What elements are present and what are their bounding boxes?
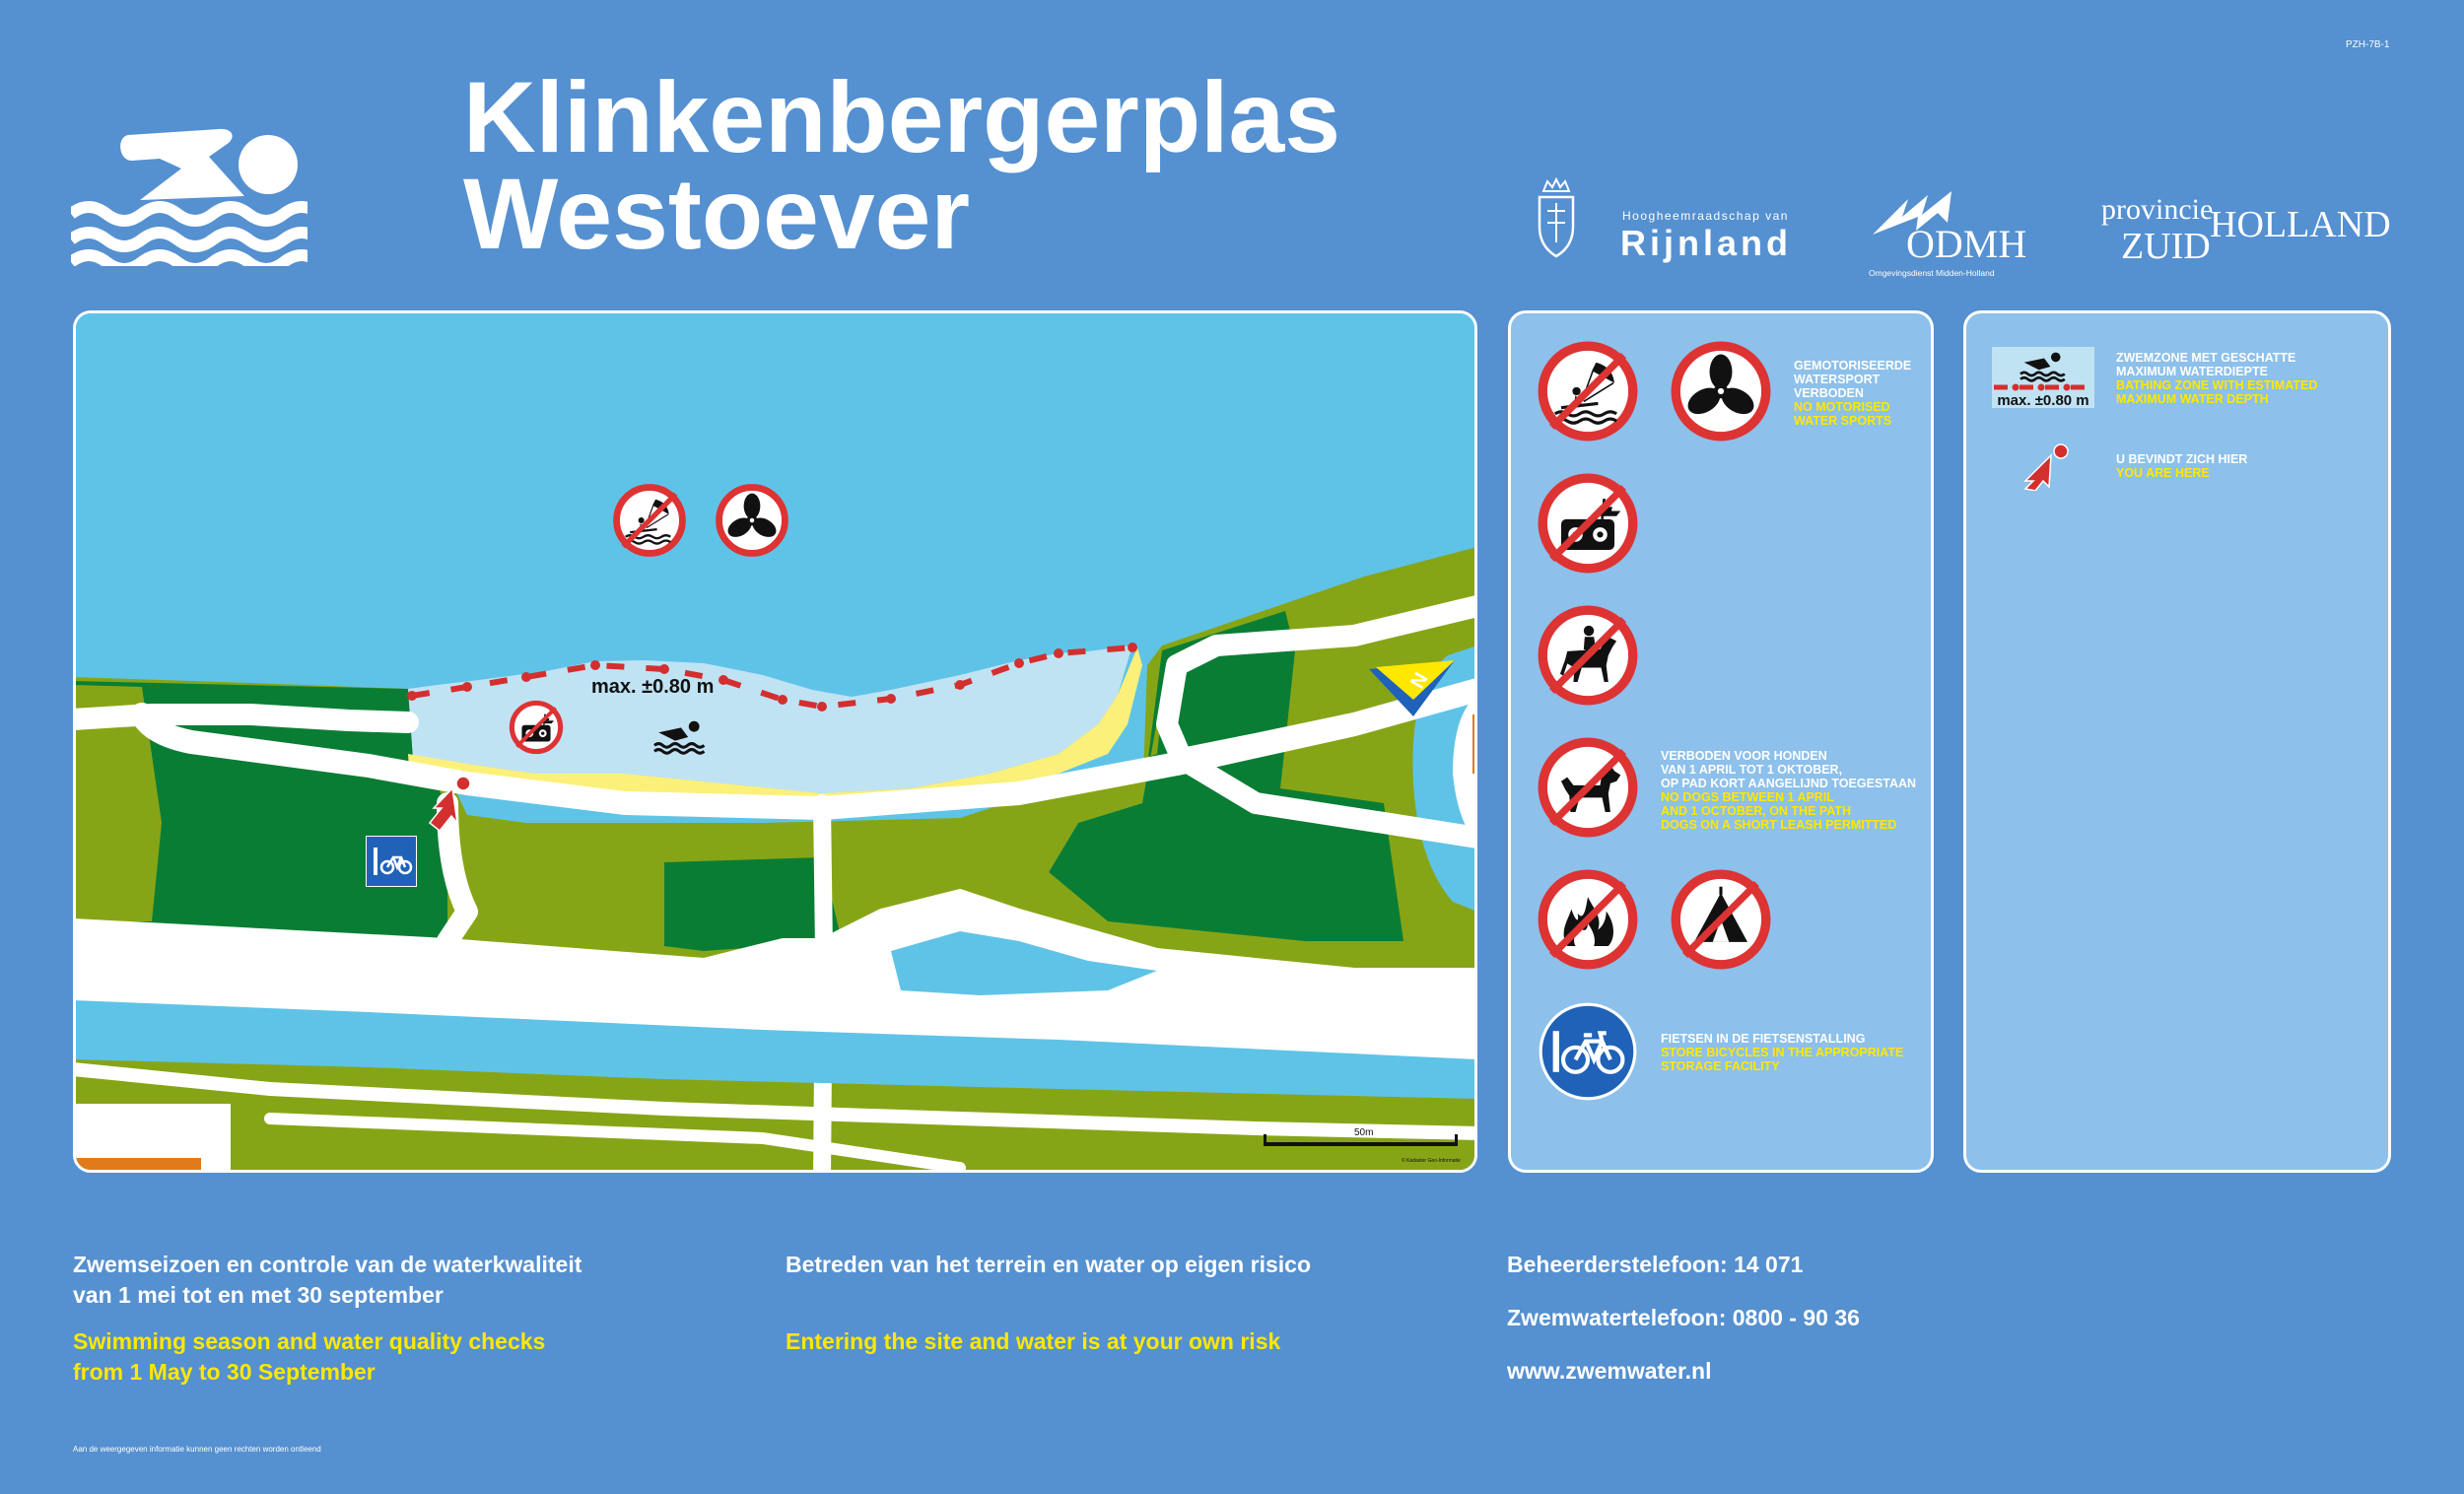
legend-you-are-here-icon [2023, 443, 2069, 491]
map-no-rc-boat-icon [509, 700, 564, 755]
no-horse-icon [1537, 604, 1639, 707]
rijnland-crest-icon [1538, 176, 1575, 258]
rule-bikes-text: FIETSEN IN DE FIETSENSTALLING STORE BICY… [1661, 1032, 1904, 1073]
odmh-logo: ODMH Omgevingsdienst Midden-Holland [1869, 187, 2026, 278]
legend-depth-label: max. ±0.80 m [1997, 392, 2089, 409]
you-are-here-arrow-icon [428, 776, 471, 833]
legend-here-text: U BEVINDT ZICH HIER YOU ARE HERE [2116, 452, 2248, 480]
bicycle-parking-icon [1537, 1000, 1639, 1103]
legend-zone-border-icon [1994, 383, 2092, 391]
rules-panel: GEMOTORISEERDE WATERSPORT VERBODEN NO MO… [1508, 310, 1934, 1173]
legend-panel: max. ±0.80 m ZWEMZONE MET GESCHATTE MAXI… [1963, 310, 2391, 1173]
rijnland-logo: Hoogheemraadschap van Rijnland [1534, 176, 1788, 263]
footer-season: Zwemseizoen en controle van de waterkwal… [73, 1252, 582, 1385]
zh-provincie: provincie [2101, 193, 2214, 226]
zh-zuid: ZUID [2121, 226, 2211, 267]
map-panel: N max. ±0.80 m 50m © Kadaster Geo-Inform… [73, 310, 1477, 1173]
no-dogs-icon [1537, 736, 1639, 839]
odmh-name: ODMH [1906, 222, 2027, 266]
map-scale-label: 50m [1354, 1127, 1373, 1138]
phone-swimwater: Zwemwatertelefoon: 0800 - 90 36 [1507, 1305, 1860, 1330]
map-swimmer-icon [651, 719, 711, 755]
rule-dogs-text: VERBODEN VOOR HONDEN VAN 1 APRIL TOT 1 O… [1661, 749, 1917, 832]
rule-motor-text: GEMOTORISEERDE WATERSPORT VERBODEN NO MO… [1794, 359, 1912, 428]
no-camping-icon [1670, 868, 1772, 971]
no-kitesurf-icon [1537, 340, 1639, 442]
map-no-motorboat-icon [715, 483, 789, 558]
phone-manager: Beheerderstelefoon: 14 071 [1507, 1252, 1804, 1277]
map-no-kite-icon [612, 483, 687, 558]
legend-swimmer-icon [2018, 351, 2071, 382]
map-bicycle-parking-icon [366, 836, 417, 887]
odmh-subtitle: Omgevingsdienst Midden-Holland [1869, 268, 1995, 278]
rijnland-name: Rijnland [1620, 223, 1792, 263]
swimmer-icon [71, 128, 308, 266]
zh-holland: HOLLAND [2210, 204, 2391, 245]
page-title: Klinkenbergerplas Westoever [463, 61, 1340, 270]
website-link[interactable]: www.zwemwater.nl [1507, 1358, 1712, 1384]
disclaimer: Aan de weergegeven informatie kunnen gee… [73, 1445, 321, 1454]
sign-code: PZH-7B-1 [2346, 39, 2390, 50]
legend-zone-text: ZWEMZONE MET GESCHATTE MAXIMUM WATERDIEP… [2116, 351, 2318, 406]
map-copyright: © Kadaster Geo-Informatie [1402, 1157, 1461, 1164]
map-depth-label: max. ±0.80 m [591, 676, 714, 698]
odmh-wing-icon [1873, 191, 1951, 235]
legend-bathing-zone-swatch: max. ±0.80 m [1992, 347, 2094, 409]
title-line-1: Klinkenbergerplas [463, 61, 1340, 173]
footer-contact: Beheerderstelefoon: 14 071 Zwemwatertele… [1507, 1250, 2197, 1387]
no-motorboat-icon [1670, 340, 1772, 442]
rijnland-subtitle: Hoogheemraadschap van [1622, 209, 1789, 223]
title-line-2: Westoever [463, 158, 971, 270]
site-map: N max. ±0.80 m 50m © Kadaster Geo-Inform… [76, 313, 1474, 1170]
no-rc-boat-icon [1537, 472, 1639, 575]
north-arrow-icon: N [1369, 660, 1455, 716]
no-fire-icon [1537, 868, 1639, 971]
footer-risk: Betreden van het terrein en water op eig… [786, 1252, 1311, 1354]
